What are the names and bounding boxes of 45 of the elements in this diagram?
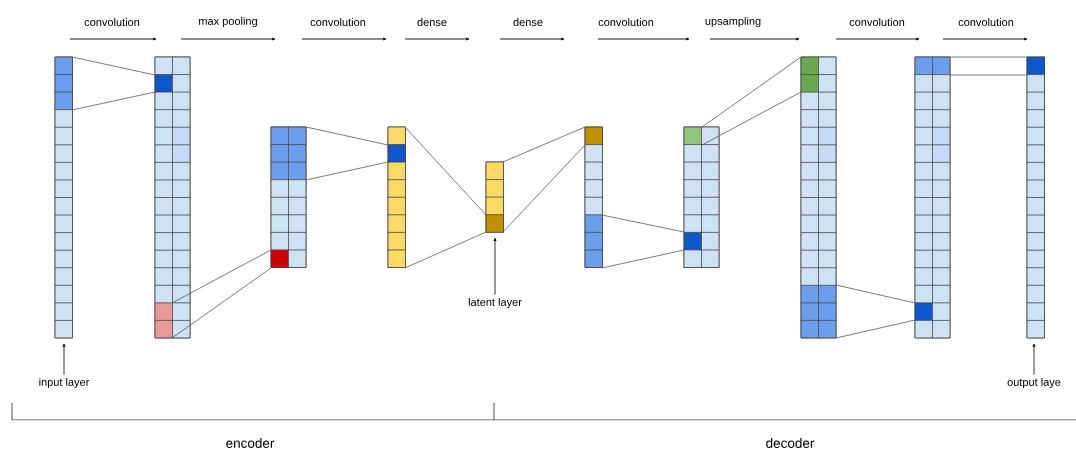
connection-line bbox=[404, 231, 487, 269]
layer-column bbox=[387, 126, 406, 268]
operation-label: convolution bbox=[849, 17, 905, 27]
connection-line bbox=[601, 214, 685, 233]
layer-column bbox=[54, 56, 73, 339]
layer-column bbox=[584, 126, 603, 268]
layer-label: output laye bbox=[1007, 377, 1061, 389]
connection-line bbox=[949, 74, 1028, 76]
connection-line bbox=[71, 91, 156, 111]
operation-label: max pooling bbox=[199, 16, 257, 28]
layer-column bbox=[485, 161, 504, 233]
layer-column bbox=[154, 56, 191, 339]
layer-column bbox=[270, 126, 307, 268]
connection-line bbox=[835, 284, 916, 304]
connection-line bbox=[171, 249, 272, 304]
layer-column bbox=[800, 56, 837, 339]
section-label: encoder bbox=[226, 438, 275, 448]
connection-line bbox=[502, 126, 586, 163]
connection-line bbox=[502, 144, 586, 233]
connection-line bbox=[835, 319, 916, 339]
connection-line bbox=[71, 56, 156, 76]
layer-column bbox=[1026, 56, 1045, 339]
layer-label: input layer bbox=[39, 377, 90, 389]
connection-line bbox=[701, 56, 802, 128]
section-label: decoder bbox=[766, 438, 815, 448]
operation-label: dense bbox=[417, 17, 447, 27]
operation-label: convolution bbox=[598, 17, 654, 27]
arrow bbox=[1032, 343, 1036, 376]
arrow bbox=[62, 343, 66, 376]
operation-label: convolution bbox=[958, 17, 1014, 27]
operation-label: upsampling bbox=[705, 16, 761, 28]
layer-column bbox=[914, 56, 951, 339]
layer-column bbox=[683, 126, 720, 268]
connection-line bbox=[949, 56, 1028, 58]
connection-line bbox=[305, 126, 389, 146]
operation-label: dense bbox=[513, 17, 543, 27]
arrow bbox=[493, 237, 497, 296]
connection-line bbox=[171, 267, 272, 339]
connection-line bbox=[601, 249, 685, 269]
connection-line bbox=[305, 161, 389, 181]
operation-label: convolution bbox=[84, 17, 140, 27]
connection-line bbox=[701, 91, 802, 146]
operation-label: convolution bbox=[310, 17, 366, 27]
connection-line bbox=[404, 126, 487, 216]
layer-label: latent layer bbox=[468, 297, 522, 309]
